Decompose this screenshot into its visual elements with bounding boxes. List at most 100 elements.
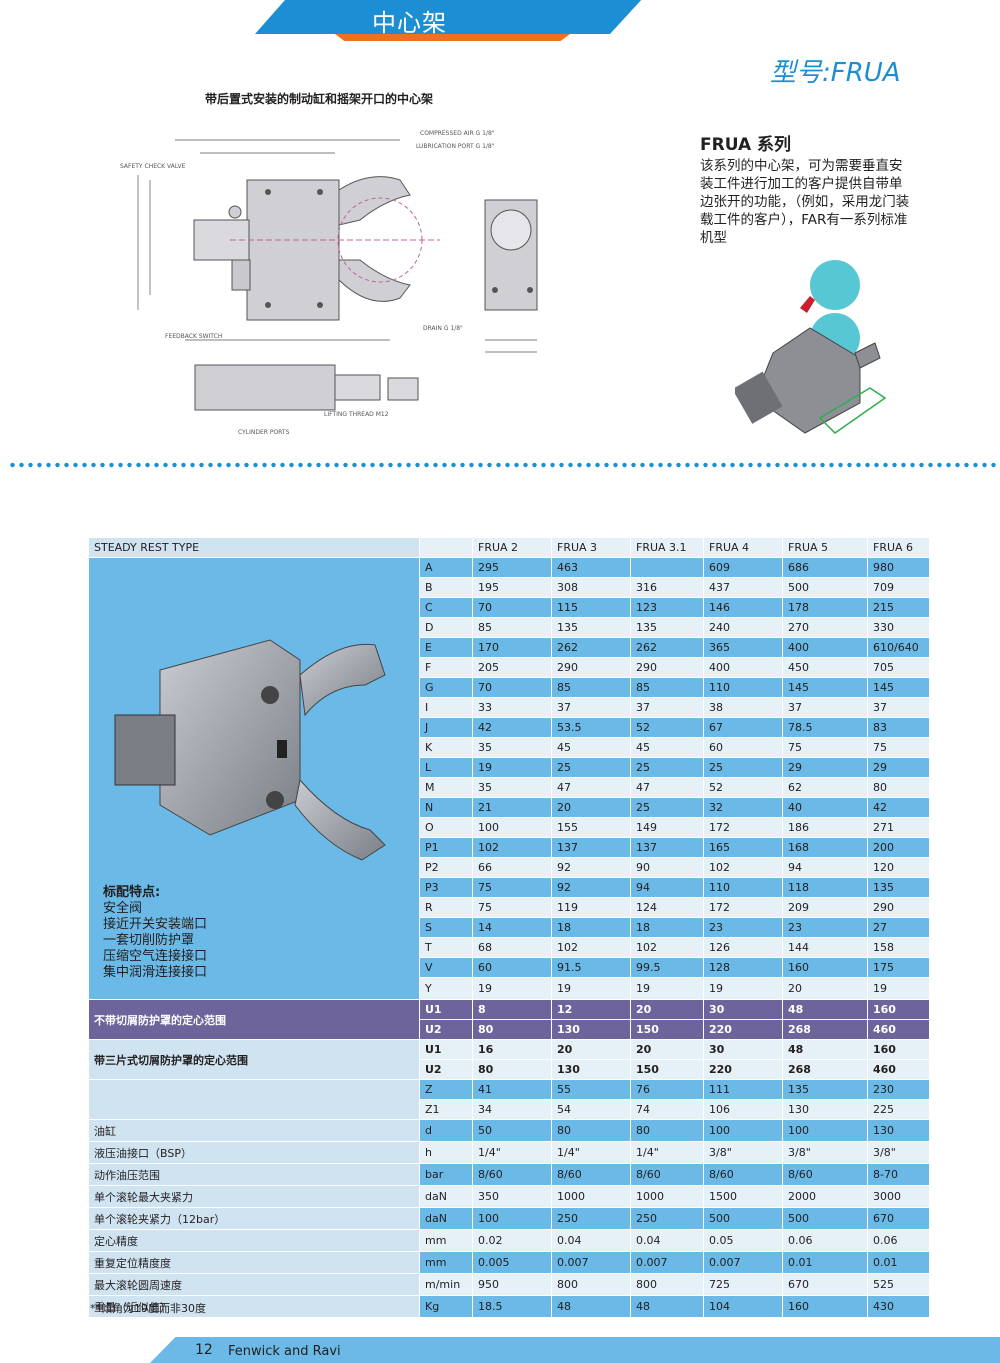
- row-key: U2: [419, 1019, 473, 1040]
- table-cell: 118: [782, 877, 868, 898]
- table-cell: 670: [867, 1207, 930, 1230]
- table-cell: 130: [867, 1119, 930, 1142]
- label-feedback-switch: FEEDBACK SWITCH: [165, 333, 222, 340]
- table-cell: 500: [703, 1207, 783, 1230]
- table-cell: 270: [782, 617, 868, 638]
- table-cell: 295: [472, 557, 552, 578]
- table-cell: 42: [472, 717, 552, 738]
- table-cell: 8-70: [867, 1163, 930, 1186]
- row-label: 动作油压范围: [88, 1163, 420, 1186]
- table-cell: 42: [867, 797, 930, 818]
- table-cell: 1/4": [551, 1141, 631, 1164]
- table-cell: 268: [782, 1059, 868, 1080]
- table-cell: 365: [703, 637, 783, 658]
- table-cell: 70: [472, 597, 552, 618]
- table-cell: 240: [703, 617, 783, 638]
- table-cell: 25: [630, 797, 704, 818]
- table-cell: 3000: [867, 1185, 930, 1208]
- table-cell: 76: [630, 1079, 704, 1100]
- row-key: O: [419, 817, 473, 838]
- row-key: Z: [419, 1079, 473, 1100]
- row-key: T: [419, 937, 473, 958]
- header-right-cutout: [610, 0, 1000, 34]
- table-cell: 37: [867, 697, 930, 718]
- model-header: FRUA 3.1: [630, 537, 704, 558]
- table-cell: 130: [782, 1099, 868, 1120]
- row-key: D: [419, 617, 473, 638]
- type-label: STEADY REST TYPE: [88, 537, 420, 558]
- table-cell: 37: [782, 697, 868, 718]
- table-cell: 205: [472, 657, 552, 678]
- table-cell: 78.5: [782, 717, 868, 738]
- table-cell: 25: [703, 757, 783, 778]
- table-cell: 200: [867, 837, 930, 858]
- feature-item: 接近开关安装端口: [103, 917, 208, 932]
- body-front-view: [246, 179, 340, 321]
- row-key: Z1: [419, 1099, 473, 1120]
- table-cell: 250: [630, 1207, 704, 1230]
- row-key: E: [419, 637, 473, 658]
- table-cell: 45: [551, 737, 631, 758]
- row-key: U1: [419, 1039, 473, 1060]
- table-cell: 90: [630, 857, 704, 878]
- row-key: P2: [419, 857, 473, 878]
- drawing-title: 带后置式安装的制动缸和摇架开口的中心架: [205, 92, 434, 106]
- table-cell: 8/60: [703, 1163, 783, 1186]
- row-key: I: [419, 697, 473, 718]
- table-cell: 168: [782, 837, 868, 858]
- table-cell: 0.04: [551, 1229, 631, 1252]
- table-cell: 38: [703, 697, 783, 718]
- table-cell: 8/60: [630, 1163, 704, 1186]
- table-cell: 160: [782, 1295, 868, 1318]
- table-cell: 135: [867, 877, 930, 898]
- row-label: 液压油接口（BSP）: [88, 1141, 420, 1164]
- table-cell: 400: [782, 637, 868, 658]
- table-cell: 160: [782, 957, 868, 978]
- row-key: A: [419, 557, 473, 578]
- table-cell: 55: [551, 1079, 631, 1100]
- table-cell: 52: [703, 777, 783, 798]
- table-cell: 21: [472, 797, 552, 818]
- table-cell: 20: [551, 1039, 631, 1060]
- table-cell: 316: [630, 577, 704, 598]
- table-cell: 16: [472, 1039, 552, 1060]
- table-cell: 41: [472, 1079, 552, 1100]
- row-key: B: [419, 577, 473, 598]
- row-key: U1: [419, 999, 473, 1020]
- table-cell: 100: [472, 1207, 552, 1230]
- row-label: 不带切屑防护罩的定心范围: [88, 999, 420, 1040]
- table-cell: 709: [867, 577, 930, 598]
- table-cell: 172: [703, 817, 783, 838]
- table-cell: 53.5: [551, 717, 631, 738]
- table-cell: 165: [703, 837, 783, 858]
- table-cell: 54: [551, 1099, 631, 1120]
- row-key: mm: [419, 1229, 473, 1252]
- photo-upper-arm: [299, 643, 386, 717]
- table-cell: 19: [703, 977, 783, 1000]
- table-cell: 14: [472, 917, 552, 938]
- table-cell: 19: [472, 977, 552, 1000]
- table-cell: 75: [867, 737, 930, 758]
- table-cell: 670: [782, 1273, 868, 1296]
- table-cell: 250: [551, 1207, 631, 1230]
- page-title: 中心架: [372, 9, 447, 37]
- table-cell: 290: [867, 897, 930, 918]
- table-cell: 75: [472, 897, 552, 918]
- table-cell: 99.5: [630, 957, 704, 978]
- table-cell: 175: [867, 957, 930, 978]
- table-cell: 800: [551, 1273, 631, 1296]
- table-cell: 1500: [703, 1185, 783, 1208]
- table-cell: 18: [630, 917, 704, 938]
- table-cell: 29: [867, 757, 930, 778]
- table-cell: [630, 557, 704, 578]
- footer-bar: [150, 1337, 1000, 1363]
- table-cell: 80: [472, 1019, 552, 1040]
